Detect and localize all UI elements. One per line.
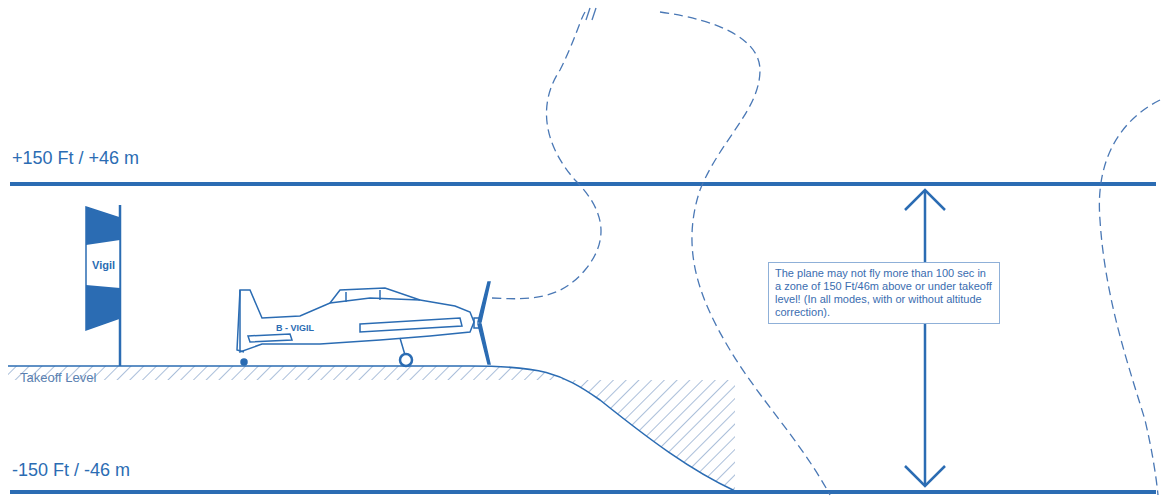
- path-break-mark: [586, 8, 590, 20]
- windsock-label: Vigil: [91, 259, 116, 271]
- windsock: [86, 205, 120, 366]
- note-box: The plane may not fly more than 100 sec …: [768, 262, 1000, 324]
- aircraft: [237, 282, 490, 366]
- path-break-mark: [592, 8, 596, 20]
- upper-limit-line: [10, 182, 1156, 186]
- lower-limit-line: [10, 490, 1156, 494]
- flight-path: [492, 12, 1160, 495]
- limit-label: -150 Ft / -46 m: [12, 460, 130, 481]
- ground-line: [8, 366, 735, 491]
- registration-label: B - VIGIL: [276, 323, 314, 333]
- ground-hatching: [8, 366, 735, 491]
- height-arrow: [905, 190, 945, 486]
- level-label: Takeoff Level: [20, 370, 96, 385]
- limit-label: +150 Ft / +46 m: [12, 148, 139, 169]
- note-text: The plane may not fly more than 100 sec …: [775, 267, 993, 319]
